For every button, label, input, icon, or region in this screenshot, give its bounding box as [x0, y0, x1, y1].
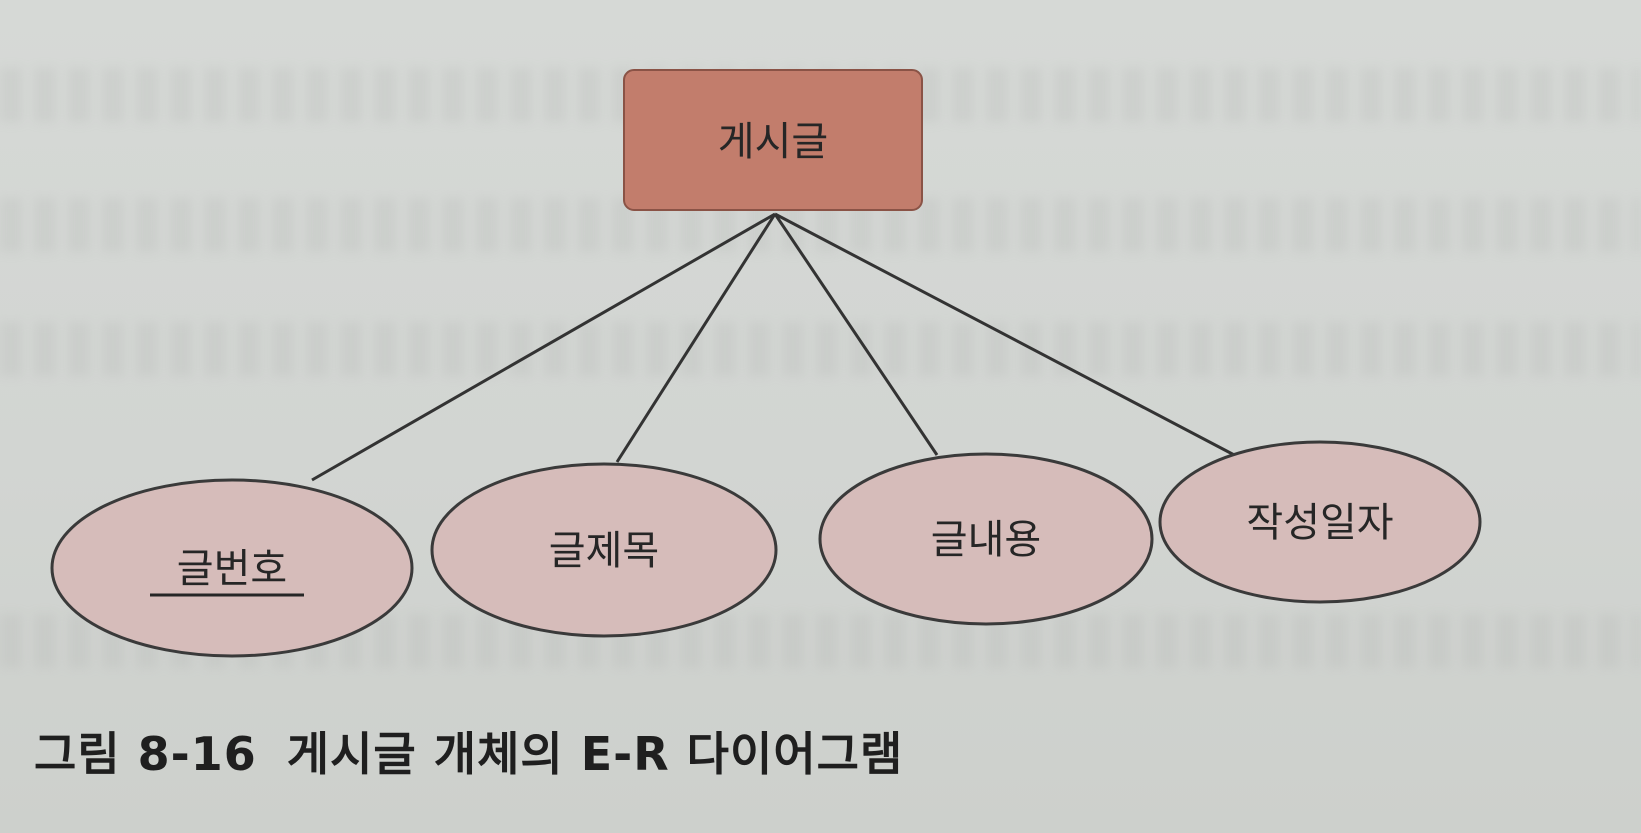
entity-label: 게시글 — [718, 119, 828, 165]
connector-line — [615, 213, 777, 463]
attribute-label: 글내용 — [931, 517, 1041, 563]
connector-line — [774, 212, 1241, 460]
figure-caption: 그림 8-16 게시글 개체의 E-R 다이어그램 — [34, 718, 903, 784]
entity-box — [623, 69, 923, 211]
figure-title: 게시글 개체의 E-R 다이어그램 — [286, 727, 904, 781]
attribute-label: 작성일자 — [1246, 500, 1393, 546]
attribute-label: 글제목 — [549, 528, 659, 574]
connector-line — [773, 213, 939, 456]
bleed-through-texture — [0, 322, 1641, 376]
connector-line — [311, 212, 776, 482]
attribute-ellipse — [1158, 440, 1482, 604]
attribute-ellipse — [50, 478, 414, 658]
attribute-label-key: 글번호 — [177, 546, 287, 592]
attribute-ellipse — [818, 452, 1154, 626]
figure-number: 그림 8-16 — [34, 727, 257, 781]
attribute-ellipse — [430, 462, 778, 638]
